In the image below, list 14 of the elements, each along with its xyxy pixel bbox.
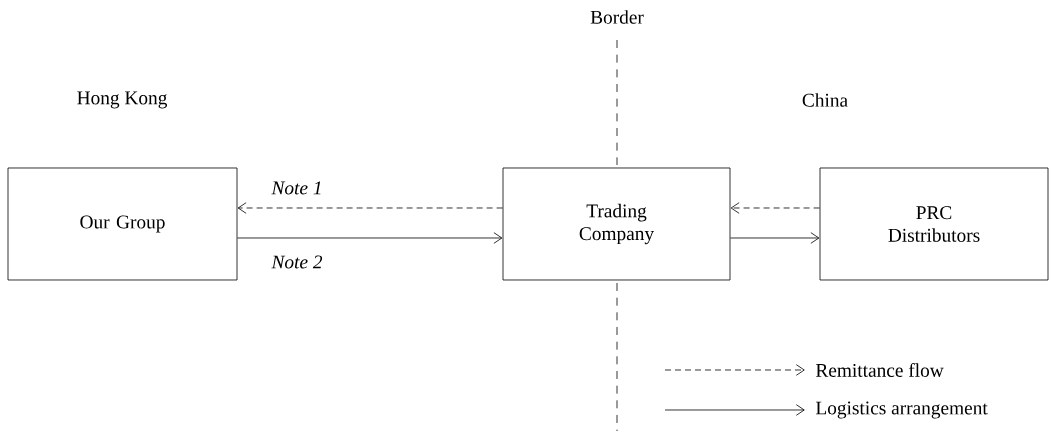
edge-label: Note 1 (271, 181, 321, 195)
legend-text: Logistics arrangement (815, 401, 988, 419)
region-label: China (802, 93, 848, 107)
edge-label: Note 2 (271, 255, 323, 269)
entity-box: Trading Company (502, 167, 731, 281)
arrow (237, 202, 503, 214)
entity-box: Our Group (7, 167, 238, 281)
region-label: Border (590, 10, 644, 24)
arrow (237, 232, 503, 244)
arrow (730, 232, 820, 244)
region-label: Hong Kong (77, 91, 167, 109)
entity-box: PRC Distributors (819, 167, 1049, 281)
legend-text: Remittance flow (815, 363, 944, 377)
arrow (730, 202, 820, 214)
